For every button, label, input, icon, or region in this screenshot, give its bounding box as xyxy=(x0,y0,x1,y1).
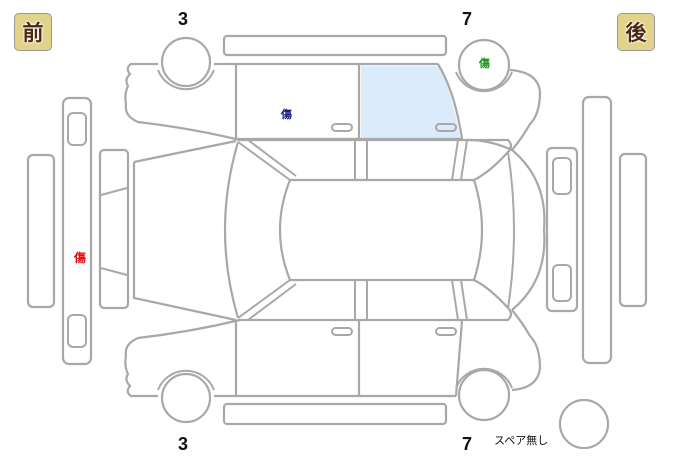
wheel-rear-bottom[interactable] xyxy=(457,368,511,422)
rocker-top[interactable] xyxy=(222,34,448,57)
tire-number-front-top: 3 xyxy=(178,9,189,29)
tire-number-rear-top: 7 xyxy=(462,9,473,29)
damage-mark-front-door[interactable]: 傷 xyxy=(281,108,292,121)
front-label-badge: 前 xyxy=(14,13,52,51)
rear-label-badge: 後 xyxy=(617,13,655,51)
spare-tire[interactable] xyxy=(558,398,610,450)
rocker-bottom[interactable] xyxy=(222,402,448,426)
rear-lip[interactable] xyxy=(618,152,648,308)
front-bumper[interactable] xyxy=(61,96,93,366)
grille[interactable] xyxy=(98,148,130,310)
roof[interactable] xyxy=(278,178,484,282)
wheel-rear-top[interactable] xyxy=(457,38,511,92)
damage-mark-rear-wheel[interactable]: 傷 xyxy=(479,57,490,70)
front-lip[interactable] xyxy=(26,153,56,309)
wheel-front-top[interactable] xyxy=(160,36,212,88)
tire-number-rear-bottom: 7 xyxy=(462,434,473,454)
rear-bumper[interactable] xyxy=(581,95,613,365)
damage-mark-front-bumper[interactable]: 傷 xyxy=(74,251,87,265)
spare-note: スペア無し xyxy=(494,434,549,447)
rear-panel[interactable] xyxy=(545,146,579,313)
wheel-front-bottom[interactable] xyxy=(160,372,212,424)
tire-number-front-bottom: 3 xyxy=(178,434,189,454)
panel-top-rear-door[interactable] xyxy=(361,66,460,138)
